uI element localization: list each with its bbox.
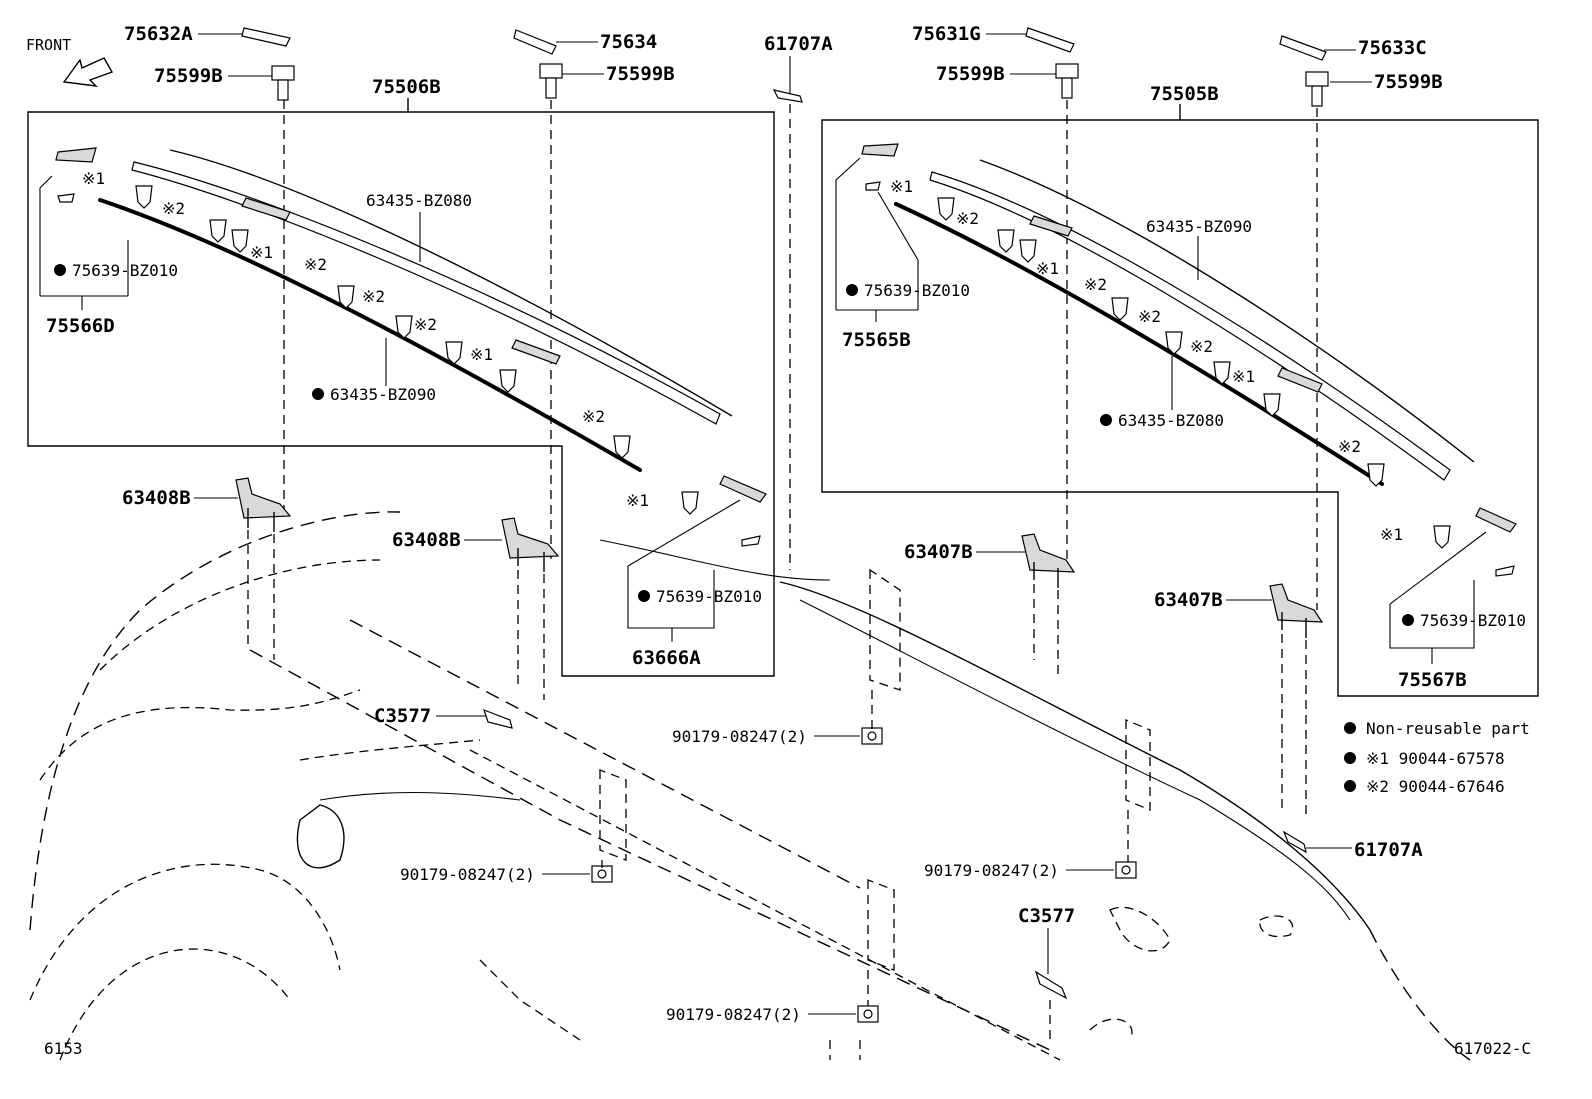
nut-90179-1: [861, 727, 883, 745]
ref-label-63435-BZ090-right: 63435-BZ090: [1146, 217, 1252, 236]
bracket-61707A-top: [772, 89, 803, 103]
legend-item-3: ※2 90044-67646: [1366, 777, 1505, 796]
right-rail-assembly-frame: [821, 119, 1539, 697]
svg-text:※2: ※2: [1084, 275, 1107, 294]
cover-75631G: [1025, 27, 1075, 53]
right-front-cover: [861, 143, 899, 157]
part-label-90179-1: 90179-08247(2): [672, 727, 807, 746]
part-label-75506B: 75506B: [372, 76, 441, 98]
part-label-61707A-top: 61707A: [764, 33, 833, 55]
part-label-90179-3: 90179-08247(2): [924, 861, 1059, 880]
legend-item-2: ※1 90044-67578: [1366, 749, 1505, 768]
ref-label-75639-BZ010-4: 75639-BZ010: [1420, 611, 1526, 630]
front-arrow-icon: [62, 57, 114, 87]
ref-label-63435-BZ090-left: 63435-BZ090: [330, 385, 436, 404]
part-label-90179-2: 90179-08247(2): [400, 865, 535, 884]
left-clips: [135, 185, 699, 515]
svg-text:※1: ※1: [82, 169, 105, 188]
front-label: FRONT: [26, 36, 71, 54]
svg-text:※2: ※2: [162, 199, 185, 218]
clip-C3577-1: [483, 708, 513, 729]
nut-90179-3: [1115, 861, 1137, 879]
svg-text:※2: ※2: [304, 255, 327, 274]
part-label-63407B-1: 63407B: [904, 541, 973, 563]
svg-text:※1: ※1: [1232, 367, 1255, 386]
part-label-75599B-1: 75599B: [154, 65, 223, 87]
bracket-63407B-1: [1021, 533, 1076, 588]
footer-code-right: 617022-C: [1454, 1039, 1531, 1058]
legend-item-1: Non-reusable part: [1366, 719, 1530, 738]
part-label-75632A: 75632A: [124, 23, 193, 45]
bracket-63407B-2: [1269, 583, 1324, 638]
bolt-75599B-1: [271, 65, 295, 101]
svg-text:※2: ※2: [414, 315, 437, 334]
cover-75634: [513, 29, 557, 55]
ref-label-63435-BZ080-right: 63435-BZ080: [1118, 411, 1224, 430]
part-label-75567B: 75567B: [1398, 669, 1467, 691]
right-clips: [937, 197, 1451, 549]
bolt-75599B-4: [1305, 71, 1329, 107]
ref-label-75639-BZ010-2: 75639-BZ010: [656, 587, 762, 606]
part-label-63408B-1: 63408B: [122, 487, 191, 509]
part-label-75631G: 75631G: [912, 23, 981, 45]
ref-label-75639-BZ010-3: 75639-BZ010: [864, 281, 970, 300]
svg-text:※2: ※2: [1190, 337, 1213, 356]
part-label-C3577-2: C3577: [1018, 905, 1075, 927]
svg-text:※1: ※1: [626, 491, 649, 510]
part-label-90179-4: 90179-08247(2): [666, 1005, 801, 1024]
left-rear-cover: [719, 475, 767, 503]
cover-75632A: [241, 27, 291, 47]
svg-text:※2: ※2: [1338, 437, 1361, 456]
vehicle-body-outline: [29, 511, 1471, 1061]
svg-text:※2: ※2: [956, 209, 979, 228]
svg-text:※2: ※2: [582, 407, 605, 426]
svg-text:※1: ※1: [1036, 259, 1059, 278]
svg-text:※1: ※1: [470, 345, 493, 364]
footer-code-left: 6153: [44, 1039, 83, 1058]
part-label-75599B-3: 75599B: [936, 63, 1005, 85]
svg-text:※1: ※1: [890, 177, 913, 196]
clip-C3577-2: [1034, 970, 1068, 1000]
part-label-61707A-bottom: 61707A: [1354, 839, 1423, 861]
part-label-75565B: 75565B: [842, 329, 911, 351]
part-label-75599B-2: 75599B: [606, 63, 675, 85]
right-rear-cover: [1475, 507, 1517, 533]
nut-90179-2: [591, 865, 613, 883]
bracket-63408B-2: [501, 517, 560, 572]
part-label-63407B-2: 63407B: [1154, 589, 1223, 611]
part-label-75634: 75634: [600, 31, 657, 53]
svg-text:※2: ※2: [362, 287, 385, 306]
part-label-C3577-1: C3577: [374, 705, 431, 727]
bracket-61707A-bottom: [1282, 830, 1307, 854]
bolt-75599B-3: [1055, 63, 1079, 99]
left-front-cover: [55, 147, 97, 163]
ref-label-63435-BZ080-left: 63435-BZ080: [366, 191, 472, 210]
bracket-63408B-1: [235, 477, 292, 532]
part-label-63408B-2: 63408B: [392, 529, 461, 551]
svg-text:※2: ※2: [1138, 307, 1161, 326]
ref-label-75639-BZ010-1: 75639-BZ010: [72, 261, 178, 280]
svg-text:※1: ※1: [250, 243, 273, 262]
left-rail-assembly-frame: [27, 111, 775, 677]
nut-90179-4: [857, 1005, 879, 1023]
cover-75633C: [1279, 35, 1327, 61]
part-label-63666A: 63666A: [632, 647, 701, 669]
right-roof-rail: [894, 159, 1475, 486]
part-label-75633C: 75633C: [1358, 37, 1427, 59]
part-label-75566D: 75566D: [46, 315, 115, 337]
part-label-75599B-4: 75599B: [1374, 71, 1443, 93]
bolt-75599B-2: [539, 63, 563, 99]
svg-text:※1: ※1: [1380, 525, 1403, 544]
part-label-75505B: 75505B: [1150, 83, 1219, 105]
legend: Non-reusable part ※1 90044-67578 ※2 9004…: [1344, 719, 1530, 796]
non-reusable-dot: [312, 388, 324, 400]
